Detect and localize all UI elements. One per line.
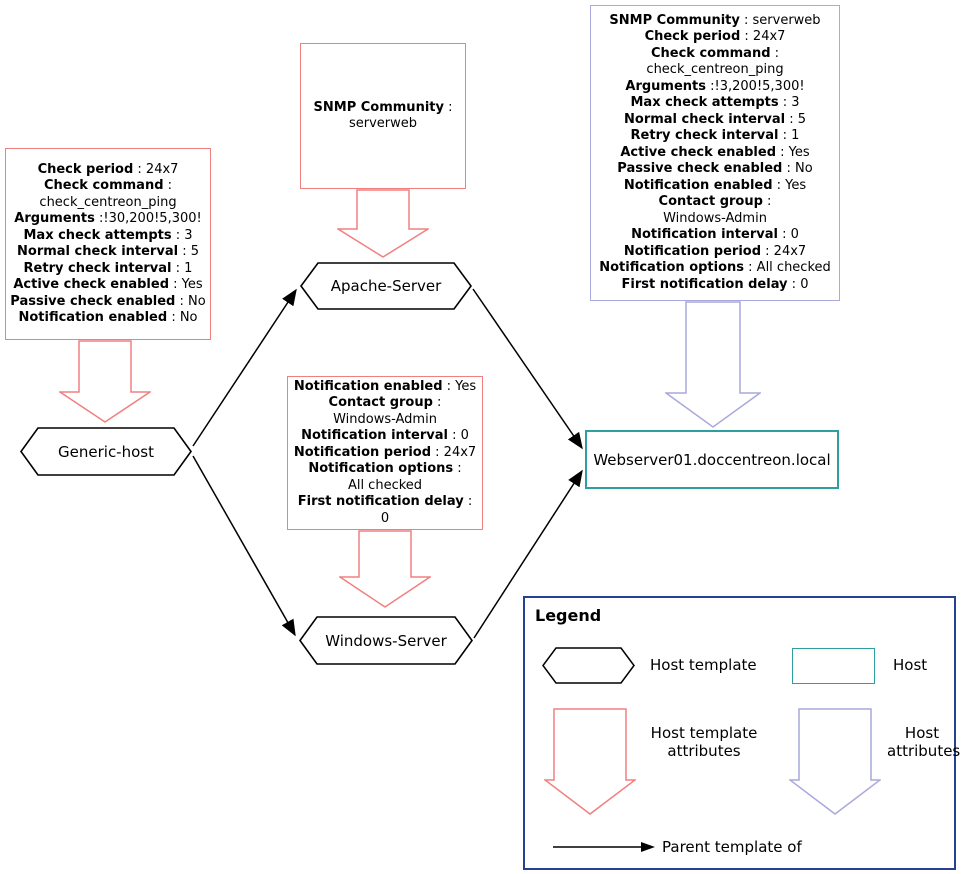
attribute-line: Arguments :!3,200!5,300! [625, 78, 805, 94]
attribute-line: Check command : [650, 45, 780, 61]
attribute-line: First notification delay : 0 [297, 494, 473, 526]
legend-host-template-attributes-label: Host template attributes [650, 724, 758, 760]
host-template-attributes-box-apache: SNMP Community :serverweb [300, 43, 466, 189]
node-label-windows: Windows-Server [325, 631, 447, 650]
legend-host-template-label: Host template [650, 656, 757, 674]
node-label-webserver: Webserver01.doccentreon.local [593, 450, 831, 469]
attribute-line: Notification period : 24x7 [623, 243, 807, 259]
attribute-line: serverweb [348, 116, 418, 131]
attribute-line: Passive check enabled : No [617, 161, 813, 177]
legend-host-label: Host [893, 656, 928, 674]
attribute-line: Notification interval : 0 [631, 227, 799, 243]
attribute-line: SNMP Community : [313, 99, 453, 115]
legend-host-sample [792, 648, 875, 684]
attribute-line: Normal check interval : 5 [624, 111, 806, 127]
attribute-line: Max check attempts : 3 [23, 227, 193, 243]
attribute-line: Passive check enabled : No [10, 293, 206, 309]
attribute-line: Contact group : [658, 194, 772, 210]
template-attributes-arrow-generic [59, 340, 151, 423]
legend-host-attributes-label: Host attributes [887, 724, 961, 760]
legend-host-template-sample [542, 647, 635, 684]
attribute-line: Check period : 24x7 [644, 29, 786, 45]
attribute-line: Arguments :!30,200!5,300! [14, 211, 202, 226]
attribute-line: Contact group : [328, 395, 442, 411]
connector-generic-to-windows [192, 455, 296, 637]
template-attributes-arrow-windows [339, 530, 431, 608]
attribute-line: Windows-Admin [333, 411, 437, 427]
connector-generic-to-apache [192, 288, 297, 447]
attribute-line: Notification enabled : Yes [293, 378, 477, 394]
legend-box: Legend Host template Host Host template … [523, 596, 961, 870]
node-label-generic: Generic-host [58, 442, 154, 461]
connector-windows-to-webserver [473, 469, 583, 639]
legend-host-attributes-sample [789, 708, 881, 815]
host-template-node-apache: Apache-Server [300, 262, 472, 310]
attribute-line: Notification enabled : Yes [623, 177, 807, 193]
template-attributes-arrow-apache [337, 189, 429, 258]
attribute-line: SNMP Community : serverweb [609, 12, 821, 28]
attribute-line: check_centreon_ping [646, 62, 784, 78]
host-attributes-arrow-webserver [665, 301, 761, 428]
node-label-apache: Apache-Server [330, 277, 442, 295]
legend-host-template-attributes-sample [544, 708, 636, 815]
attribute-line: Retry check interval : 1 [23, 260, 193, 276]
attribute-line: Notification interval : 0 [301, 428, 469, 444]
legend-parent-template-label: Parent template of [662, 838, 802, 856]
attribute-line: Check period : 24x7 [37, 161, 179, 177]
attribute-line: First notification delay : 0 [621, 276, 809, 292]
attribute-line: Notification options : [308, 461, 462, 477]
attribute-line: Notification period : 24x7 [293, 444, 477, 460]
legend-title: Legend [535, 606, 602, 625]
attribute-line: check_centreon_ping [39, 194, 177, 210]
host-node-webserver: Webserver01.doccentreon.local [585, 430, 839, 489]
host-template-node-windows: Windows-Server [299, 616, 473, 665]
attribute-line: Notification options : All checked [599, 260, 831, 276]
host-template-node-generic: Generic-host [20, 427, 192, 476]
attribute-line: Notification enabled : No [18, 310, 198, 325]
attribute-line: Windows-Admin [663, 210, 767, 226]
attribute-line: All checked [347, 477, 423, 493]
attribute-line: Normal check interval : 5 [17, 244, 199, 259]
attribute-line: Max check attempts : 3 [630, 95, 800, 111]
attribute-line: Retry check interval : 1 [630, 128, 800, 144]
attribute-line: Check command : [43, 178, 173, 193]
legend-parent-template-arrow [553, 841, 655, 853]
attribute-line: Active check enabled : Yes [13, 277, 203, 292]
attribute-line: Active check enabled : Yes [620, 144, 810, 160]
connector-apache-to-webserver [472, 288, 583, 450]
